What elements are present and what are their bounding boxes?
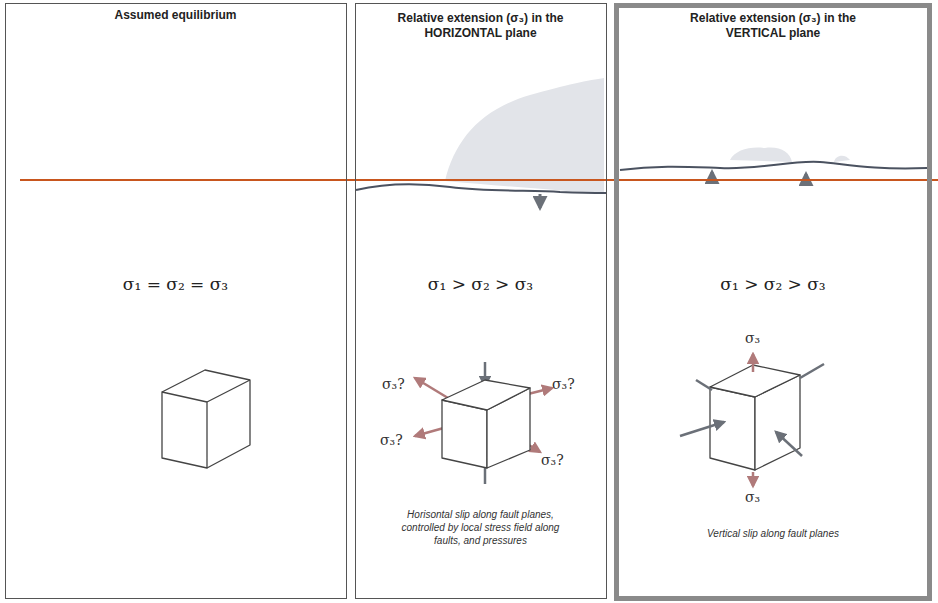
subsidence-arrow [539,194,542,208]
panel-heading: Relative extension (σ₃) in the HORIZONTA… [386,11,576,41]
panel-caption: Vertical slip along fault planes [648,527,898,540]
stress-formula: σ₁ = σ₂ = σ₃ [26,274,326,294]
panel-caption: Horisontal slip along fault planes, cont… [396,508,566,547]
stress-label: σ₃? [382,376,405,392]
stress-label: σ₃? [552,376,575,392]
stress-label: σ₃? [380,432,403,448]
panel-heading: Relative extension (σ₃) in the VERTICAL … [683,11,863,41]
stress-panel: Relative extension (σ₃) in the HORIZONTA… [355,3,607,599]
land-blob [730,148,792,163]
stress-arrows [680,354,824,486]
cube [442,380,530,468]
cube [710,365,800,470]
reference-line [20,179,938,181]
panel-heading: Assumed equilibrium [26,8,326,23]
stress-panel: Assumed equilibrium σ₁ = σ₂ = σ₃ [5,3,347,599]
stress-label: σ₃ [745,489,760,505]
surface-line [620,162,927,170]
stress-label: σ₃ [745,330,760,346]
stress-formula: σ₁ > σ₂ > σ₃ [628,274,918,294]
land-blob [445,78,604,194]
surface-line [356,184,606,193]
stress-formula: σ₁ > σ₂ > σ₃ [361,274,601,294]
stress-panel: Relative extension (σ₃) in the VERTICAL … [614,3,932,601]
stress-arrows [415,362,552,484]
cube [162,370,250,468]
stress-label: σ₃? [541,452,564,468]
land-blob [834,156,850,162]
